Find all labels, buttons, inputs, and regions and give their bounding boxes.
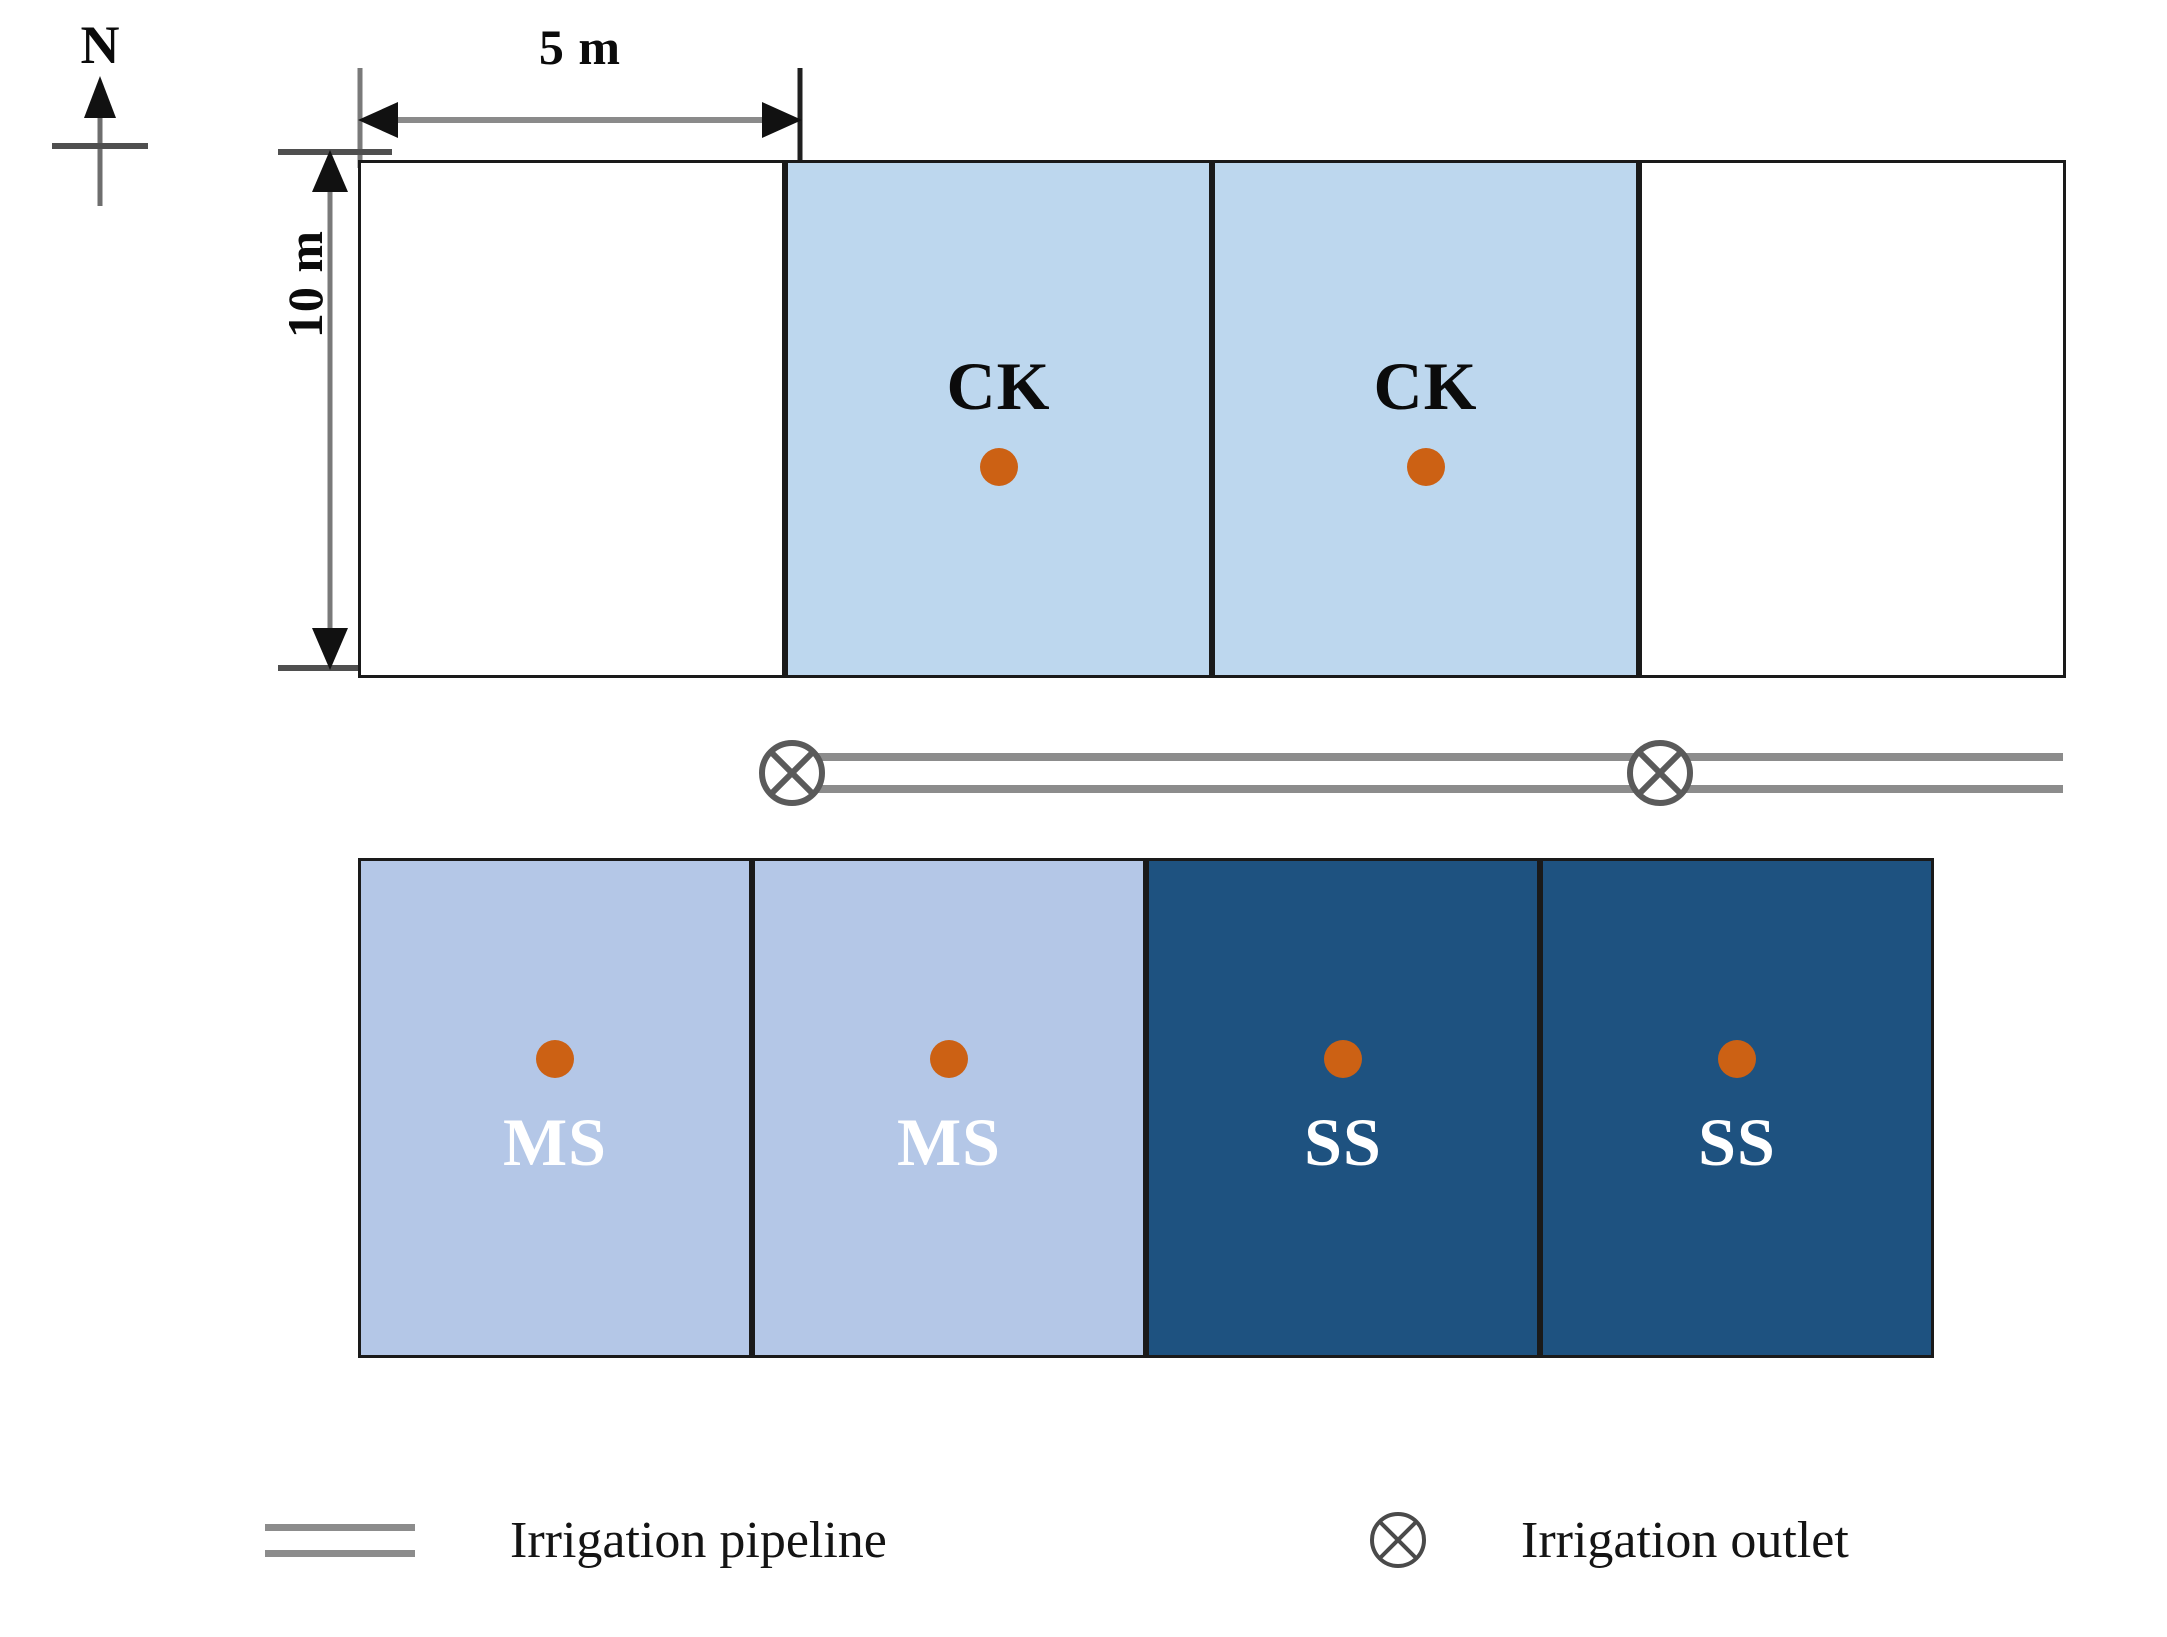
legend-label: Irrigation outlet	[1521, 1511, 1849, 1569]
plot-label: MS	[503, 1104, 607, 1180]
legend: Irrigation pipeline Irrigation outlet	[0, 1470, 2167, 1610]
plot-cell-ms-1[interactable]: MS	[358, 858, 752, 1358]
plot-label: SS	[1304, 1104, 1382, 1180]
plot-row-bottom: MS MS SS SS	[358, 858, 1934, 1358]
plot-cell-empty-left[interactable]	[358, 160, 785, 678]
irrigation-outlet-icon-1	[759, 740, 825, 806]
legend-label: Irrigation pipeline	[510, 1511, 887, 1569]
plot-cell-empty-right[interactable]	[1639, 160, 2066, 678]
sensor-dot	[1718, 1040, 1756, 1078]
legend-item-outlet: Irrigation outlet	[1365, 1470, 1849, 1610]
plot-label: CK	[1373, 348, 1478, 424]
sensor-dot	[536, 1040, 574, 1078]
north-label: N	[80, 15, 120, 75]
pipeline-icon	[265, 1518, 415, 1562]
plot-label: MS	[897, 1104, 1001, 1180]
north-arrow-icon	[52, 76, 148, 206]
plot-label: SS	[1698, 1104, 1776, 1180]
sensor-dot	[930, 1040, 968, 1078]
plot-cell-ck-2[interactable]: CK	[1212, 160, 1639, 678]
plot-cell-ss-1[interactable]: SS	[1146, 858, 1540, 1358]
north-arrow: N	[40, 18, 160, 208]
plot-row-top: CK CK	[358, 160, 2066, 678]
irrigation-outlet-icon-2	[1627, 740, 1693, 806]
sensor-dot	[1406, 448, 1445, 486]
plot-cell-ck-1[interactable]: CK	[785, 160, 1212, 678]
dimension-width-arrow	[357, 68, 803, 168]
plot-cell-ss-2[interactable]: SS	[1540, 858, 1934, 1358]
dimension-width-label: 5 m	[538, 19, 622, 75]
irrigation-outlet-icon	[1365, 1507, 1431, 1573]
plot-cell-ms-2[interactable]: MS	[752, 858, 1146, 1358]
sensor-dot	[1324, 1040, 1362, 1078]
legend-item-pipeline: Irrigation pipeline	[265, 1470, 887, 1610]
plot-label: CK	[946, 348, 1051, 424]
sensor-dot	[979, 448, 1018, 486]
